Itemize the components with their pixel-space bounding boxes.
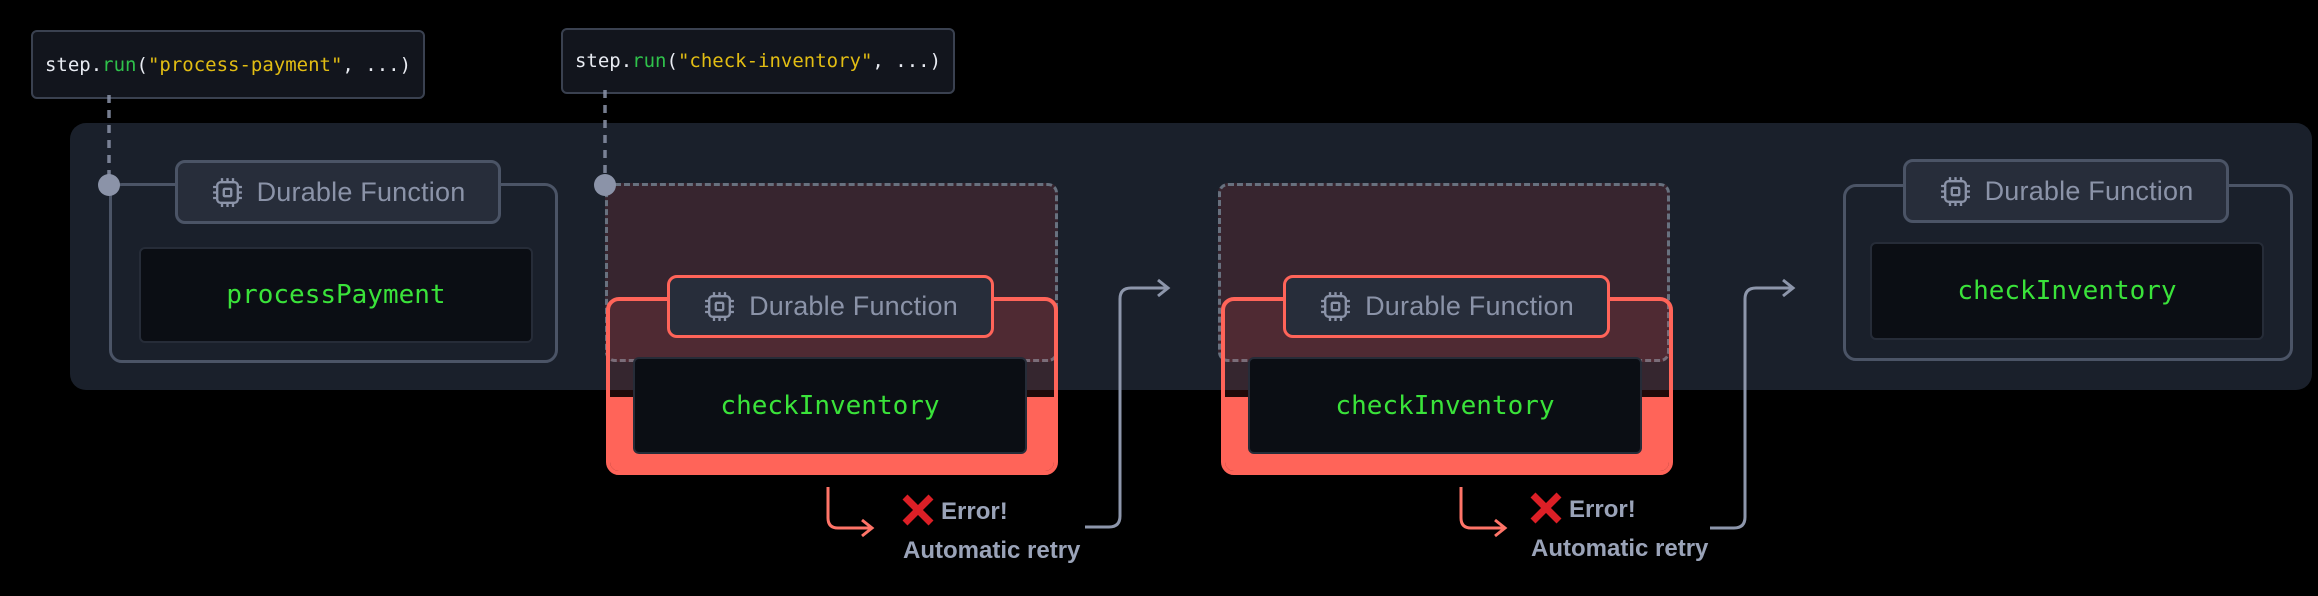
retry-label-2: Automatic retry (1531, 535, 1709, 562)
function-name: processPayment (226, 280, 446, 310)
error-arrow-2 (1459, 487, 1508, 538)
function-name-box-3: checkInventory (1248, 357, 1642, 454)
retry-label-1: Automatic retry (903, 537, 1081, 564)
badge-label: Durable Function (1365, 291, 1574, 321)
function-name-box-2: checkInventory (633, 357, 1027, 454)
code-token: run (102, 53, 137, 76)
durable-function-badge-1: Durable Function (175, 160, 501, 224)
error-label-1: Error! (941, 498, 1008, 525)
function-name: checkInventory (1957, 276, 2177, 306)
code-token: run (632, 50, 667, 72)
error-label-2: Error! (1569, 496, 1636, 523)
function-name-box-1: processPayment (139, 247, 533, 343)
cpu-chip-icon (1321, 292, 1351, 321)
durable-function-badge-3: Durable Function (1283, 275, 1610, 338)
code-token: , ...) (342, 53, 412, 76)
code-token: , ...) (872, 50, 942, 72)
code-token: step. (574, 50, 633, 72)
step-run-check-inventory-label: step.run("check-inventory", ...) (561, 28, 955, 94)
code-token: ( (666, 50, 678, 72)
durable-function-badge-2: Durable Function (667, 275, 994, 338)
code-token: ( (136, 53, 148, 76)
badge-label: Durable Function (1984, 175, 2194, 206)
function-name-box-4: checkInventory (1870, 242, 2264, 340)
badge-label: Durable Function (749, 291, 958, 321)
code-token: "process-payment" (147, 53, 343, 76)
step-run-process-payment-label: step.run("process-payment", ...) (31, 30, 425, 99)
durable-function-badge-4: Durable Function (1903, 159, 2229, 223)
function-name: checkInventory (1335, 390, 1555, 421)
cpu-chip-icon (212, 177, 242, 207)
error-arrow-1 (826, 487, 875, 538)
code-token: "check-inventory" (677, 50, 873, 72)
function-name: checkInventory (720, 390, 940, 421)
code-token: step. (44, 53, 103, 76)
error-x-icon-1 (902, 494, 934, 526)
cpu-chip-icon (1940, 176, 1970, 206)
cpu-chip-icon (705, 292, 735, 321)
badge-label: Durable Function (256, 176, 466, 207)
error-x-icon-2 (1530, 492, 1562, 524)
